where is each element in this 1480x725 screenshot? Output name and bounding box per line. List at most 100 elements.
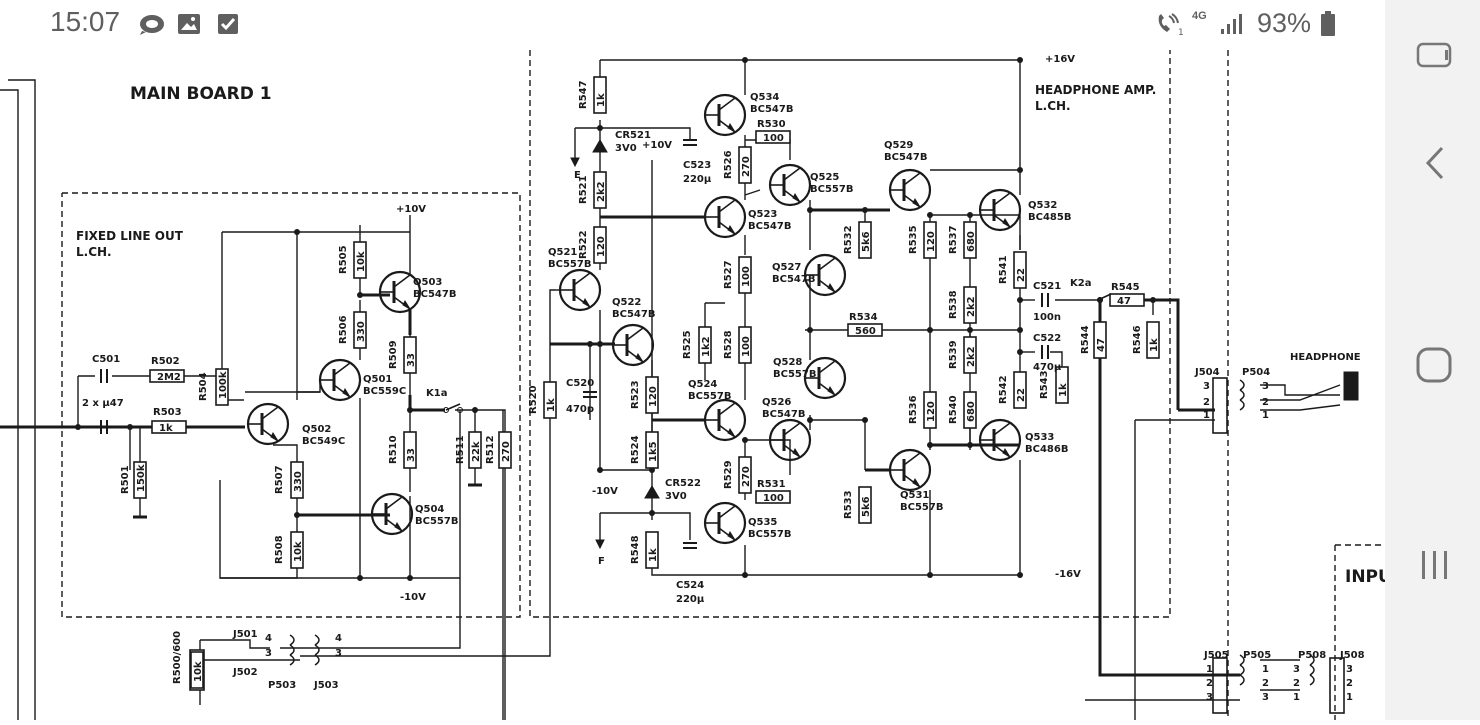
- transistor-q502: [246, 402, 290, 446]
- junction-dot: [807, 207, 813, 213]
- resistor-r537: [963, 221, 977, 259]
- resistor-r500-600: [190, 651, 204, 689]
- resistor-value: 2k2: [966, 296, 977, 317]
- resistor-r510: [403, 431, 417, 469]
- junction-dot: [1017, 297, 1023, 303]
- resistor-value: 1k: [1149, 338, 1160, 352]
- resistor-value: 1k: [1058, 383, 1069, 397]
- w: [810, 419, 866, 470]
- transistor-type: BC557B: [900, 502, 943, 513]
- resistor-ref: R501: [120, 465, 131, 494]
- resistor-value: 1k: [159, 423, 173, 434]
- junction-dot: [807, 327, 813, 333]
- recents-icon[interactable]: [1420, 548, 1450, 587]
- junction-dot: [862, 207, 868, 213]
- resistor-ref: R543: [1039, 370, 1050, 399]
- connector-p504: P504: [1242, 367, 1270, 378]
- junction-dot: [357, 292, 363, 298]
- transistor-ref: Q501: [363, 374, 392, 385]
- transistor-type: BC549C: [302, 436, 345, 447]
- transistor-ref: Q527: [772, 262, 801, 273]
- w: [219, 444, 298, 579]
- connector-p503: [289, 644, 295, 656]
- pin-number: 2: [1206, 678, 1213, 689]
- left-frame: [8, 79, 36, 720]
- junction-dot: [967, 212, 973, 218]
- capacitor-value: 470μ: [1033, 362, 1062, 373]
- transistor-ref: Q529: [884, 140, 913, 151]
- resistor-r504: [215, 368, 229, 406]
- resistor-ref: R538: [948, 290, 959, 319]
- resistor-r522: [593, 226, 607, 264]
- resistor-r505: [353, 241, 367, 279]
- resistor-r534: [847, 323, 883, 337]
- resistor-ref: R523: [630, 380, 641, 409]
- junction-dot: [649, 510, 655, 516]
- resistor-r541: [1013, 251, 1027, 289]
- transistor-ref: Q535: [748, 517, 777, 528]
- resistor-r546: [1146, 321, 1160, 359]
- resistor-ref: R547: [578, 80, 589, 109]
- resistor-r502: [149, 369, 185, 383]
- junction-dot: [407, 575, 413, 581]
- marker-f: F: [598, 556, 605, 567]
- resistor-value: 1k: [648, 548, 659, 562]
- marker-e: E: [574, 170, 581, 181]
- connector-j508: [1329, 657, 1345, 714]
- resistor-ref: R545: [1111, 282, 1140, 293]
- transistor-q528: [803, 356, 847, 400]
- relay-contact: [457, 407, 463, 413]
- resistor-r531: [755, 490, 791, 504]
- junction-dot: [127, 424, 133, 430]
- resistor-r533: [858, 486, 872, 524]
- transistor-type: BC547B: [884, 152, 927, 163]
- resistor-value: 1k: [546, 398, 557, 412]
- resistor-r532: [858, 221, 872, 259]
- pin-number: 3: [1206, 692, 1213, 703]
- capacitor-value: 220μ: [676, 594, 705, 605]
- resistor-value: 560: [855, 326, 876, 337]
- pin-number: 2: [1262, 397, 1269, 408]
- transistor-type: BC486B: [1025, 444, 1068, 455]
- fixed-line-out-box: [61, 192, 521, 618]
- transistor-ref: Q526: [762, 397, 791, 408]
- transistor-type: BC547B: [762, 409, 805, 420]
- resistor-ref: R510: [388, 435, 399, 464]
- transistor-ref: Q524: [688, 379, 717, 390]
- gallery-icon: [177, 13, 201, 40]
- transistor-q501: [318, 358, 362, 402]
- resistor-r535: [923, 221, 937, 259]
- resistor-ref: R524: [630, 435, 641, 464]
- diode-cr521: [592, 139, 608, 153]
- signal-icon: [1219, 12, 1245, 41]
- junction-dot: [967, 442, 973, 448]
- resistor-r526: [738, 146, 752, 184]
- transistor-q532: [978, 188, 1022, 232]
- pin-number: 2: [1262, 678, 1269, 689]
- junction-dot: [597, 125, 603, 131]
- junction-dot: [807, 417, 813, 423]
- home-icon[interactable]: [1415, 345, 1455, 390]
- resistor-ref: R542: [998, 375, 1009, 404]
- transistor-q503: [378, 270, 422, 314]
- diode-ref: CR521: [615, 130, 651, 141]
- w: [300, 289, 555, 657]
- junction-dot: [294, 229, 300, 235]
- schematic-drawing: Q503BC547BQ501BC559CQ502BC549CQ504BC557B…: [0, 50, 1392, 720]
- resistor-value: 150k: [136, 464, 147, 492]
- recent-apps-rotated-icon[interactable]: [1415, 40, 1455, 75]
- resistor-value: 2M2: [157, 372, 181, 383]
- pin-number: 3: [1262, 692, 1269, 703]
- diode-value: 3V0: [615, 143, 637, 154]
- connector-p508: P508: [1298, 650, 1326, 661]
- resistor-r542: [1013, 371, 1027, 409]
- w: [599, 340, 652, 471]
- pin-number: 2: [1203, 397, 1210, 408]
- resistor-value: 100: [741, 336, 752, 357]
- resistor-ref: R533: [843, 490, 854, 519]
- transistor-q504: [370, 492, 414, 536]
- connector-j503: [314, 654, 320, 666]
- resistor-r548: [645, 531, 659, 569]
- back-icon[interactable]: [1423, 145, 1447, 186]
